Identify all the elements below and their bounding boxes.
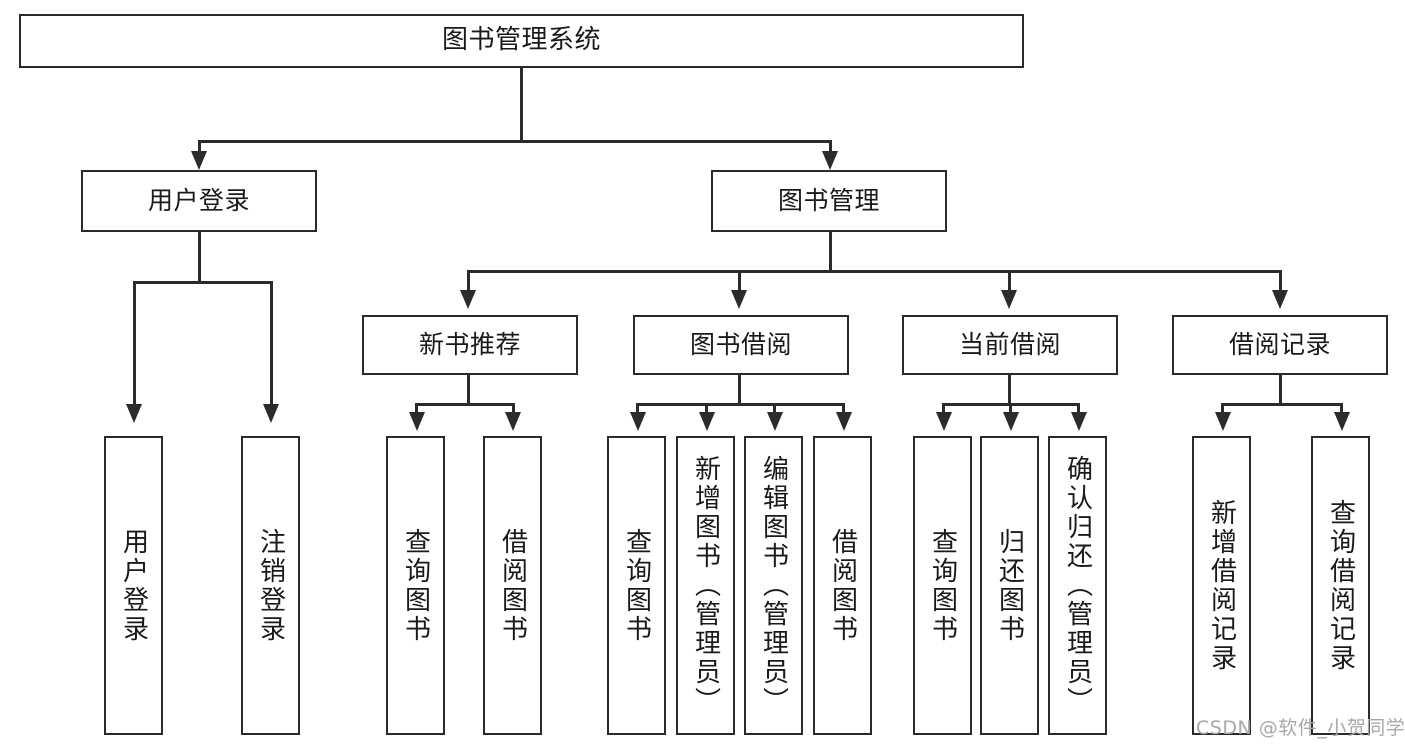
arrowhead-leaf-query-book-1: [409, 412, 425, 431]
node-book-manage[interactable]: 图书管理: [711, 170, 947, 232]
connector-borrow-record-stem: [1279, 375, 1282, 405]
node-label: 用户登录: [147, 186, 250, 215]
arrowhead-new-book-recommend: [460, 290, 476, 309]
node-label: 编辑图书（管理员）: [758, 455, 789, 716]
arrowhead-leaf-query-book-3: [936, 412, 952, 431]
node-leaf-query-book-3[interactable]: 查询图书: [913, 436, 972, 735]
connector-book-manage-stem: [829, 232, 832, 272]
arrowhead-leaf-confirm-return: [1071, 412, 1087, 431]
connector-book-manage-bus: [467, 270, 1282, 273]
node-leaf-query-record[interactable]: 查询借阅记录: [1311, 436, 1370, 735]
node-label: 确认归还（管理员）: [1062, 455, 1093, 716]
connector-drop-borrow-record: [1279, 270, 1282, 296]
node-label: 图书管理: [777, 186, 880, 215]
node-label: 借阅图书: [827, 527, 858, 644]
connector-drop-leaf-edit-book: [773, 403, 776, 417]
node-label: 图书借阅: [689, 330, 792, 359]
connector-drop-leaf-user-logout: [270, 281, 273, 414]
connector-drop-leaf-add-book: [705, 403, 708, 417]
arrowhead-leaf-query-record: [1334, 412, 1350, 431]
arrowhead-leaf-return-book: [1003, 412, 1019, 431]
arrowhead-leaf-borrow-book-1: [505, 412, 521, 431]
arrowhead-leaf-borrow-book-2: [836, 412, 852, 431]
connector-book-borrow-stem: [738, 375, 741, 405]
node-label: 查询借阅记录: [1325, 498, 1356, 673]
connector-user-login-stem: [198, 232, 201, 283]
node-leaf-return-book[interactable]: 归还图书: [980, 436, 1039, 735]
connector-drop-new-book-recommend: [467, 270, 470, 296]
node-new-book-recommend[interactable]: 新书推荐: [362, 315, 578, 375]
node-label: 新书推荐: [418, 330, 521, 359]
arrowhead-leaf-query-book-2: [630, 412, 646, 431]
node-leaf-user-logout[interactable]: 注销登录: [241, 436, 300, 735]
connector-root-bus: [198, 140, 832, 143]
node-user-login[interactable]: 用户登录: [81, 170, 317, 232]
connector-current-borrow-stem: [1008, 375, 1011, 405]
arrowhead-leaf-add-record: [1215, 412, 1231, 431]
connector-drop-leaf-confirm-return: [1077, 403, 1080, 417]
node-leaf-user-login[interactable]: 用户登录: [104, 436, 163, 735]
node-leaf-add-book[interactable]: 新增图书（管理员）: [676, 436, 735, 735]
node-borrow-record[interactable]: 借阅记录: [1172, 315, 1388, 375]
node-label: 借阅图书: [497, 527, 528, 644]
node-book-management-system[interactable]: 图书管理系统: [19, 14, 1024, 68]
arrowhead-leaf-edit-book: [767, 412, 783, 431]
connector-drop-leaf-query-record: [1340, 403, 1343, 417]
connector-drop-current-borrow: [1008, 270, 1011, 296]
arrowhead-borrow-record: [1272, 290, 1288, 309]
node-label: 新增图书（管理员）: [690, 455, 721, 716]
arrowhead-user-login: [191, 151, 207, 170]
node-leaf-edit-book[interactable]: 编辑图书（管理员）: [744, 436, 803, 735]
connector-drop-leaf-query-book-3: [942, 403, 945, 417]
node-leaf-query-book-1[interactable]: 查询图书: [386, 436, 445, 735]
node-book-borrow[interactable]: 图书借阅: [633, 315, 849, 375]
connector-new-book-recommend-stem: [467, 375, 470, 405]
node-label: 当前借阅: [958, 330, 1061, 359]
node-label: 归还图书: [994, 527, 1025, 644]
node-leaf-query-book-2[interactable]: 查询图书: [607, 436, 666, 735]
node-label: 查询图书: [400, 527, 431, 644]
connector-drop-leaf-return-book: [1009, 403, 1012, 417]
arrowhead-book-borrow: [731, 290, 747, 309]
node-leaf-borrow-book-1[interactable]: 借阅图书: [483, 436, 542, 735]
node-label: 借阅记录: [1228, 330, 1331, 359]
node-leaf-confirm-return[interactable]: 确认归还（管理员）: [1048, 436, 1107, 735]
node-current-borrow[interactable]: 当前借阅: [902, 315, 1118, 375]
arrowhead-book-manage: [822, 151, 838, 170]
arrowhead-current-borrow: [1001, 290, 1017, 309]
watermark-text: CSDN @软件_小贺同学: [1196, 717, 1405, 739]
connector-borrow-record-bus: [1221, 403, 1342, 406]
node-label: 查询图书: [621, 527, 652, 644]
connector-user-login-bus: [133, 281, 270, 284]
node-label: 查询图书: [927, 527, 958, 644]
connector-new-book-recommend-bus: [415, 403, 514, 406]
node-leaf-borrow-book-2[interactable]: 借阅图书: [813, 436, 872, 735]
connector-drop-book-borrow: [738, 270, 741, 296]
arrowhead-leaf-add-book: [699, 412, 715, 431]
node-label: 注销登录: [255, 527, 286, 644]
node-label: 图书管理系统: [441, 25, 601, 56]
node-label: 新增借阅记录: [1206, 498, 1237, 673]
arrowhead-leaf-user-logout: [263, 404, 279, 423]
connector-drop-leaf-user-login: [133, 281, 136, 414]
connector-root-stem: [520, 68, 523, 142]
node-label: 用户登录: [118, 527, 149, 644]
connector-drop-leaf-borrow-book-2: [842, 403, 845, 417]
connector-book-borrow-bus: [636, 403, 845, 406]
connector-drop-leaf-borrow-book-1: [512, 403, 515, 417]
connector-drop-leaf-add-record: [1221, 403, 1224, 417]
connector-drop-leaf-query-book-2: [636, 403, 639, 417]
arrowhead-leaf-user-login: [126, 404, 142, 423]
node-leaf-add-record[interactable]: 新增借阅记录: [1192, 436, 1251, 735]
connector-drop-leaf-query-book-1: [415, 403, 418, 417]
